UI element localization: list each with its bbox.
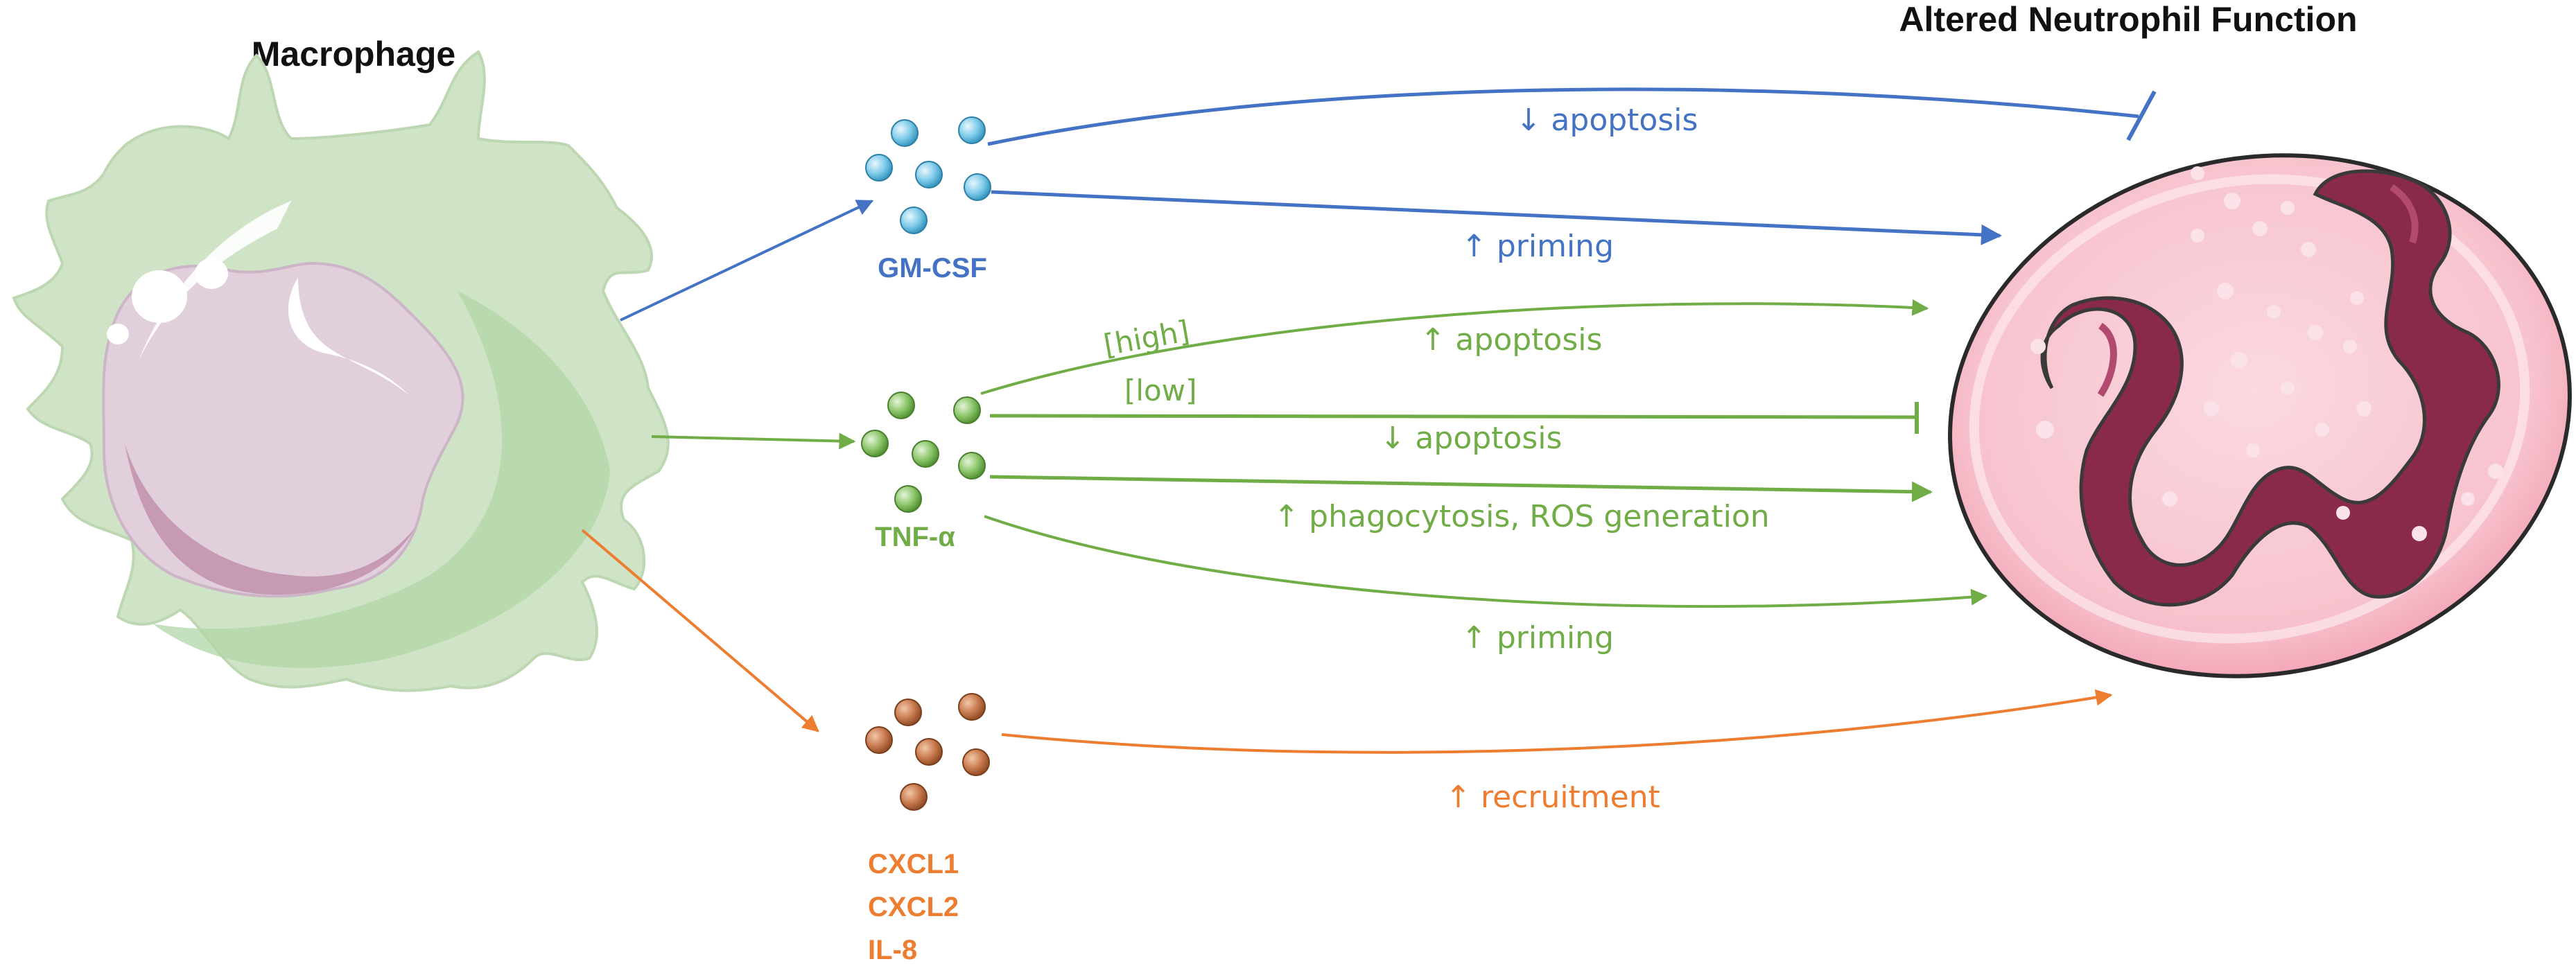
- neutrophil-nucleus: [2040, 169, 2500, 607]
- macrophage-to-gmcsf-arrow: [620, 200, 874, 322]
- neutrophil-cell-icon: [1948, 153, 2572, 678]
- tnf-alpha-label: TNF-α: [875, 522, 955, 552]
- gm-csf-label: GM-CSF: [878, 253, 987, 283]
- tnf-high-apoptosis-label: ↑ apoptosis: [1420, 322, 1603, 358]
- chemokine-il8-label: IL-8: [868, 935, 917, 965]
- tnf-low-qualifier: [low]: [1124, 374, 1197, 407]
- tnf-high-apoptosis-arrow: [980, 299, 1929, 395]
- chemokine-cxcl1-label: CXCL1: [868, 849, 959, 879]
- macrophage-to-tnf-arrow: [651, 432, 856, 450]
- blue-granules-icon: [865, 116, 991, 234]
- chemokine-recruitment-label: ↑ recruitment: [1445, 780, 1660, 815]
- gmcsf-priming-label: ↑ priming: [1461, 229, 1614, 264]
- chemokine-recruitment-arrow: [1001, 689, 2113, 754]
- macrophage-title: Macrophage: [252, 35, 456, 73]
- orange-granules-icon: [865, 693, 990, 811]
- gmcsf-apoptosis-label: ↓ apoptosis: [1516, 103, 1698, 138]
- macrophage-to-chemokine-arrow: [581, 529, 819, 732]
- tnf-priming-arrow: [984, 515, 1988, 608]
- chemokine-cxcl2-label: CXCL2: [868, 892, 959, 922]
- tnf-phagocytosis-arrow: [989, 475, 1933, 502]
- macrophage-cell-icon: [12, 50, 670, 692]
- tnf-phagocytosis-label: ↑ phagocytosis, ROS generation: [1273, 499, 1769, 534]
- neutrophil-title: Altered Neutrophil Function: [1899, 0, 2357, 39]
- green-granules-icon: [861, 392, 986, 513]
- gmcsf-apoptosis-inhibit-line: [987, 87, 2139, 146]
- tnf-priming-label: ↑ priming: [1461, 620, 1614, 656]
- tnf-low-apoptosis-inhibit-line: [989, 414, 1917, 419]
- tnf-low-apoptosis-label: ↓ apoptosis: [1380, 421, 1563, 456]
- gmcsf-priming-arrow: [991, 190, 2002, 245]
- gmcsf-apoptosis-inhibit-bar: [2126, 90, 2157, 141]
